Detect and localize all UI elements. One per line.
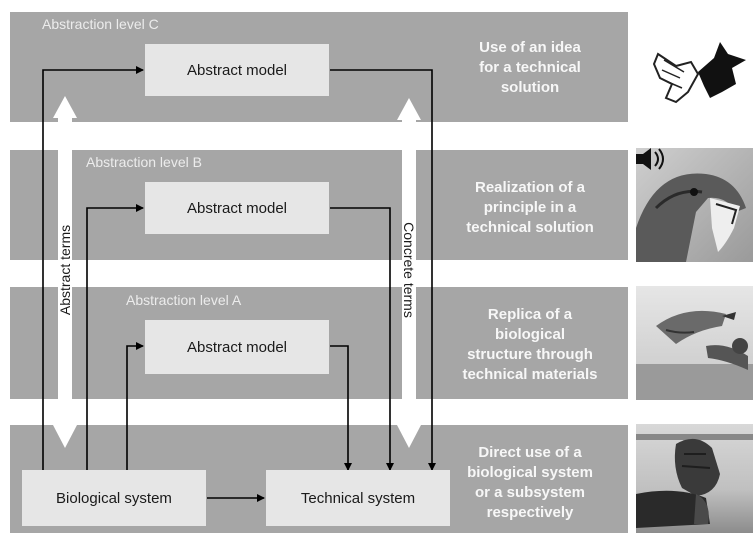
- level-a-description: Replica of a biological structure throug…: [462, 306, 598, 383]
- eagle-head-image: [636, 148, 753, 262]
- arrow-bio-to-level-a: [126, 342, 144, 470]
- falcon-on-glove-image: [636, 424, 753, 533]
- biological-system-box: Biological system: [22, 470, 206, 526]
- arrow-level-b-to-tech: [330, 207, 394, 471]
- level-c-description: Use of an idea for a technical solution: [479, 39, 581, 96]
- arrow-bio-to-level-c: [42, 66, 144, 470]
- arrow-level-c-to-tech: [330, 69, 436, 471]
- technical-system-box: Technical system: [266, 470, 450, 526]
- base-description: Direct use of a biological system or a s…: [467, 444, 593, 521]
- abstract-terms-arrow: [53, 96, 77, 448]
- hand-shadow-bird-image: [636, 14, 753, 122]
- level-c-title: Abstraction level C: [42, 16, 159, 32]
- abstract-model-c: Abstract model: [145, 44, 329, 96]
- concrete-terms-arrow: [397, 98, 421, 448]
- concrete-terms-label: Concrete terms: [401, 222, 417, 318]
- speaker-icon: [636, 148, 664, 170]
- level-b-description: Realization of a principle in a technica…: [466, 179, 594, 236]
- arrow-level-a-to-tech: [330, 345, 352, 471]
- abstract-model-a: Abstract model: [145, 320, 329, 374]
- abstract-model-b: Abstract model: [145, 182, 329, 234]
- arrow-bio-to-level-b: [86, 204, 144, 470]
- level-a-title: Abstraction level A: [126, 292, 242, 308]
- level-b-title: Abstraction level B: [86, 154, 202, 170]
- abstract-terms-label: Abstract terms: [57, 224, 73, 316]
- falcon-on-arm-image: [636, 286, 753, 400]
